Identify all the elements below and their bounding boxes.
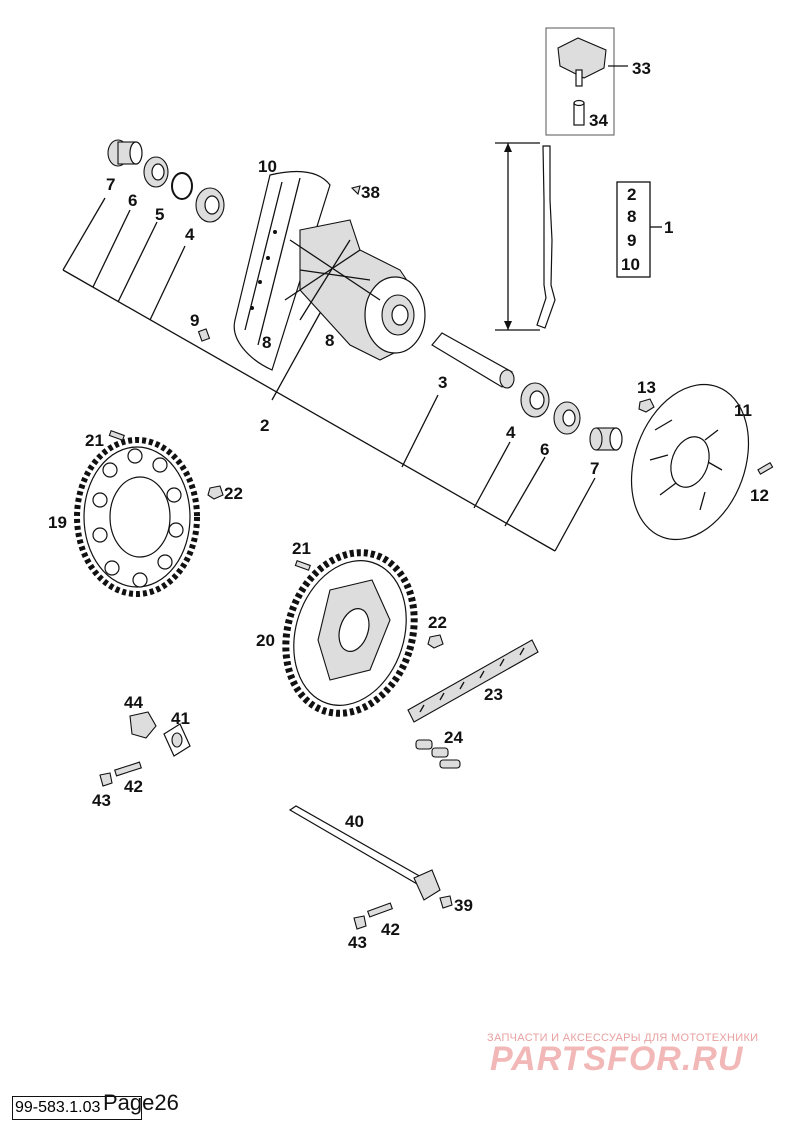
label-p20: 20 — [256, 631, 275, 650]
label-p11: 11 — [734, 401, 752, 420]
label-p7a: 7 — [106, 175, 115, 194]
label-p9a: 9 — [627, 231, 636, 250]
sprocket-bolt-21b — [294, 560, 311, 571]
label-p33: 33 — [632, 59, 651, 78]
sprocket-20 — [282, 549, 418, 717]
label-p43b: 43 — [348, 933, 367, 952]
valve-cap-part — [557, 37, 628, 126]
label-p6a: 6 — [128, 191, 137, 210]
label-p10b: 10 — [258, 157, 277, 176]
label-p10a: 10 — [621, 255, 640, 274]
circlip-5 — [171, 172, 193, 200]
rim-hub-assembly — [233, 170, 426, 371]
label-p4a: 4 — [185, 225, 195, 244]
right-bearing-4 — [520, 382, 550, 418]
label-p21a: 21 — [85, 431, 104, 450]
label-p2a: 2 — [627, 185, 636, 204]
watermark-tagline: ЗАПЧАСТИ И АКСЕССУАРЫ ДЛЯ МОТОТЕХНИКИ — [487, 1032, 759, 1044]
label-p22b: 22 — [428, 613, 447, 632]
nipple-9 — [197, 328, 211, 342]
label-p13: 13 — [637, 378, 656, 397]
label-p8a: 8 — [627, 207, 636, 226]
sprocket-19 — [74, 437, 200, 597]
label-p4b: 4 — [506, 423, 516, 442]
label-p19: 19 — [48, 513, 67, 532]
left-bearing-4 — [195, 187, 225, 223]
leader-lines — [62, 142, 662, 552]
right-seal-6 — [553, 401, 581, 435]
label-p42b: 42 — [381, 920, 400, 939]
chain-link-24 — [415, 739, 461, 769]
label-p23: 23 — [484, 685, 503, 704]
label-p42a: 42 — [124, 777, 143, 796]
chain-adjuster-parts — [99, 711, 191, 787]
watermark-logo: PARTSFOR.RU — [490, 1040, 744, 1078]
label-p12: 12 — [750, 486, 769, 505]
label-p6b: 6 — [540, 440, 549, 459]
brake-disc-11 — [630, 383, 750, 541]
label-p38: 38 — [361, 183, 380, 202]
label-p24: 24 — [444, 728, 463, 747]
label-p5: 5 — [155, 205, 164, 224]
label-p43a: 43 — [92, 791, 111, 810]
label-p9b: 9 — [190, 311, 199, 330]
kit-box — [616, 181, 651, 278]
label-p34: 34 — [589, 111, 608, 130]
label-p2b: 2 — [260, 416, 269, 435]
spoke-part — [536, 145, 556, 329]
label-p22a: 22 — [224, 484, 243, 503]
label-p1: 1 — [664, 218, 673, 237]
sprocket-nut-22a — [207, 485, 224, 500]
chain-23 — [407, 639, 539, 723]
label-p7b: 7 — [590, 459, 599, 478]
label-p8c: 8 — [325, 331, 334, 350]
axle-40 — [288, 805, 453, 930]
label-p21b: 21 — [292, 539, 311, 558]
page-number: Page26 — [103, 1090, 179, 1115]
label-p44: 44 — [124, 693, 143, 712]
nipple-38 — [350, 185, 361, 196]
right-spacer-7 — [589, 427, 623, 451]
label-p8b: 8 — [262, 333, 271, 352]
left-spacer-7 — [107, 139, 143, 167]
label-p41: 41 — [171, 709, 190, 728]
disc-nut-13 — [638, 398, 655, 413]
label-p40: 40 — [345, 812, 364, 831]
sprocket-nut-22b — [427, 634, 444, 649]
sprocket-bolt-21a — [108, 430, 125, 441]
label-p3: 3 — [438, 373, 447, 392]
axle-sleeve-3 — [431, 332, 515, 389]
left-seal-6 — [143, 156, 169, 188]
label-p39: 39 — [454, 896, 473, 915]
disc-bolt-12 — [757, 462, 774, 475]
part-labels: 1 2 8 9 10 33 34 10 38 7 6 5 4 9 8 8 2 3… — [48, 59, 769, 952]
drawing-code: 99-583.1.03 — [12, 1096, 142, 1120]
